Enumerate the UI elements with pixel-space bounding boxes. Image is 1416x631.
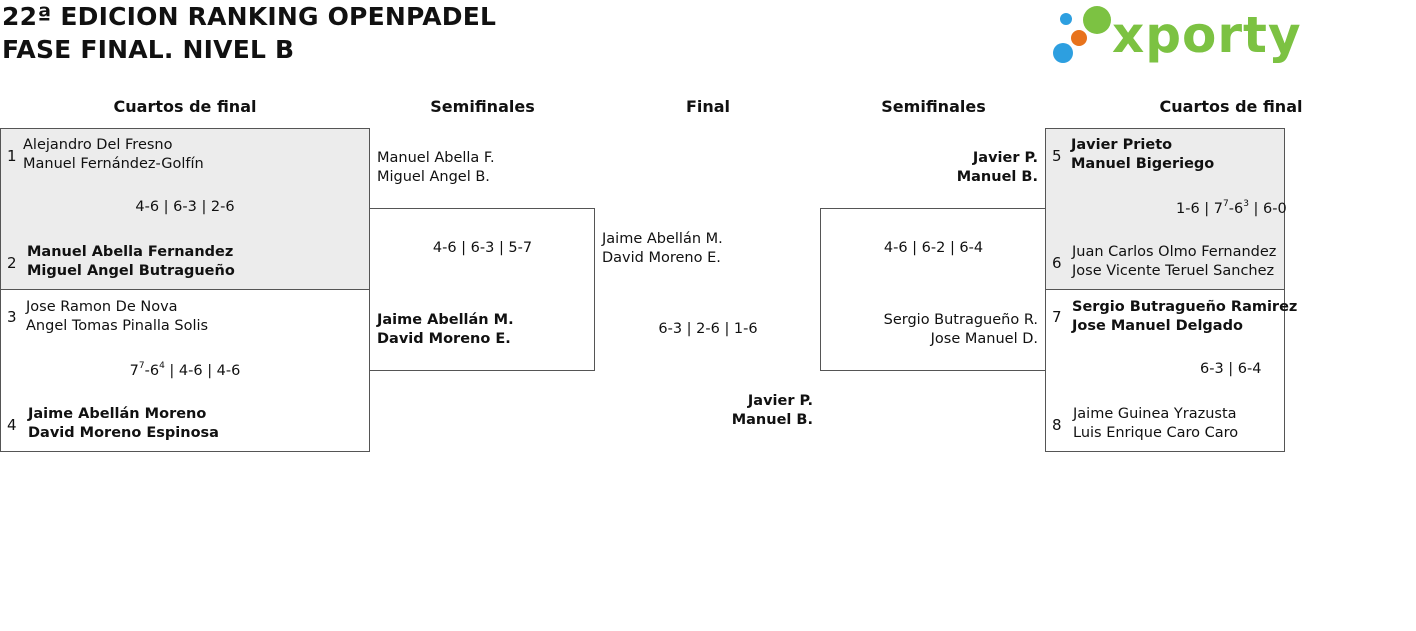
seed-number: 3 <box>7 308 17 326</box>
match-left-qf-1 <box>0 128 370 290</box>
player-name: Juan Carlos Olmo Fernandez <box>1072 244 1277 260</box>
seed-number: 4 <box>7 416 17 434</box>
player-name-winner: Javier P. <box>972 150 1038 166</box>
seed-number: 2 <box>7 254 17 272</box>
player-name: Jose Vicente Teruel Sanchez <box>1072 263 1275 279</box>
xporty-logo: xporty <box>1050 4 1301 68</box>
match-score: 77-64 | 4-6 | 4-6 <box>129 361 241 380</box>
player-name: Luis Enrique Caro Caro <box>1073 425 1239 441</box>
player-name: Sergio Butragueño R. <box>883 312 1038 328</box>
player-name: Jaime Abellán M. <box>602 231 723 247</box>
player-name-winner: Jose Manuel Delgado <box>1072 318 1243 334</box>
header-left-semifinals: Semifinales <box>430 97 535 116</box>
seed-number: 8 <box>1052 416 1062 434</box>
player-name-winner: David Moreno E. <box>377 331 511 347</box>
player-name: Jaime Guinea Yrazusta <box>1073 406 1237 422</box>
logo-text: xporty <box>1112 6 1302 64</box>
player-name: Jose Manuel D. <box>930 331 1038 347</box>
seed-number: 7 <box>1052 308 1062 326</box>
player-name-winner: Manuel Bigeriego <box>1071 156 1215 172</box>
header-right-quarterfinals: Cuartos de final <box>1159 97 1303 116</box>
player-name: Angel Tomas Pinalla Solis <box>26 318 209 334</box>
champion-name: Javier P. <box>747 393 813 409</box>
champion-name: Manuel B. <box>731 412 813 428</box>
match-left-sf <box>369 208 595 371</box>
player-name: Manuel Abella F. <box>377 150 495 166</box>
match-score: 6-3 | 6-4 <box>1200 361 1262 377</box>
match-score: 6-3 | 2-6 | 1-6 <box>658 321 758 337</box>
page-subtitle: FASE FINAL. NIVEL B <box>2 35 295 64</box>
header-left-quarterfinals: Cuartos de final <box>113 97 257 116</box>
header-right-semifinals: Semifinales <box>881 97 986 116</box>
player-name: Jose Ramon De Nova <box>26 299 178 315</box>
player-name: David Moreno E. <box>602 250 721 266</box>
player-name: Manuel Fernández-Golfín <box>23 156 204 172</box>
match-score: 1-6 | 77-63 | 6-0 <box>1176 199 1287 218</box>
header-final: Final <box>685 97 731 116</box>
player-name-winner: Jaime Abellán Moreno <box>28 406 207 422</box>
player-name-winner: Manuel B. <box>956 169 1038 185</box>
player-name-winner: David Moreno Espinosa <box>28 425 219 441</box>
player-name-winner: Sergio Butragueño Ramirez <box>1072 299 1298 315</box>
player-name: Miguel Angel B. <box>377 169 490 185</box>
seed-number: 1 <box>7 147 17 165</box>
seed-number: 5 <box>1052 147 1062 165</box>
player-name-winner: Javier Prieto <box>1071 137 1173 153</box>
player-name-winner: Jaime Abellán M. <box>377 312 514 328</box>
match-score: 4-6 | 6-3 | 5-7 <box>432 240 533 256</box>
player-name: Alejandro Del Fresno <box>23 137 173 153</box>
match-score: 4-6 | 6-3 | 2-6 <box>135 199 235 215</box>
page-title: 22ª EDICION RANKING OPENPADEL <box>2 2 497 31</box>
match-right-qf-2 <box>1045 289 1285 452</box>
match-score: 4-6 | 6-2 | 6-4 <box>883 240 984 256</box>
seed-number: 6 <box>1052 254 1062 272</box>
logo-dots-icon <box>1053 6 1111 63</box>
match-right-qf-1 <box>1045 128 1285 290</box>
player-name-winner: Manuel Abella Fernandez <box>27 244 234 260</box>
player-name-winner: Miguel Angel Butragueño <box>27 263 235 279</box>
